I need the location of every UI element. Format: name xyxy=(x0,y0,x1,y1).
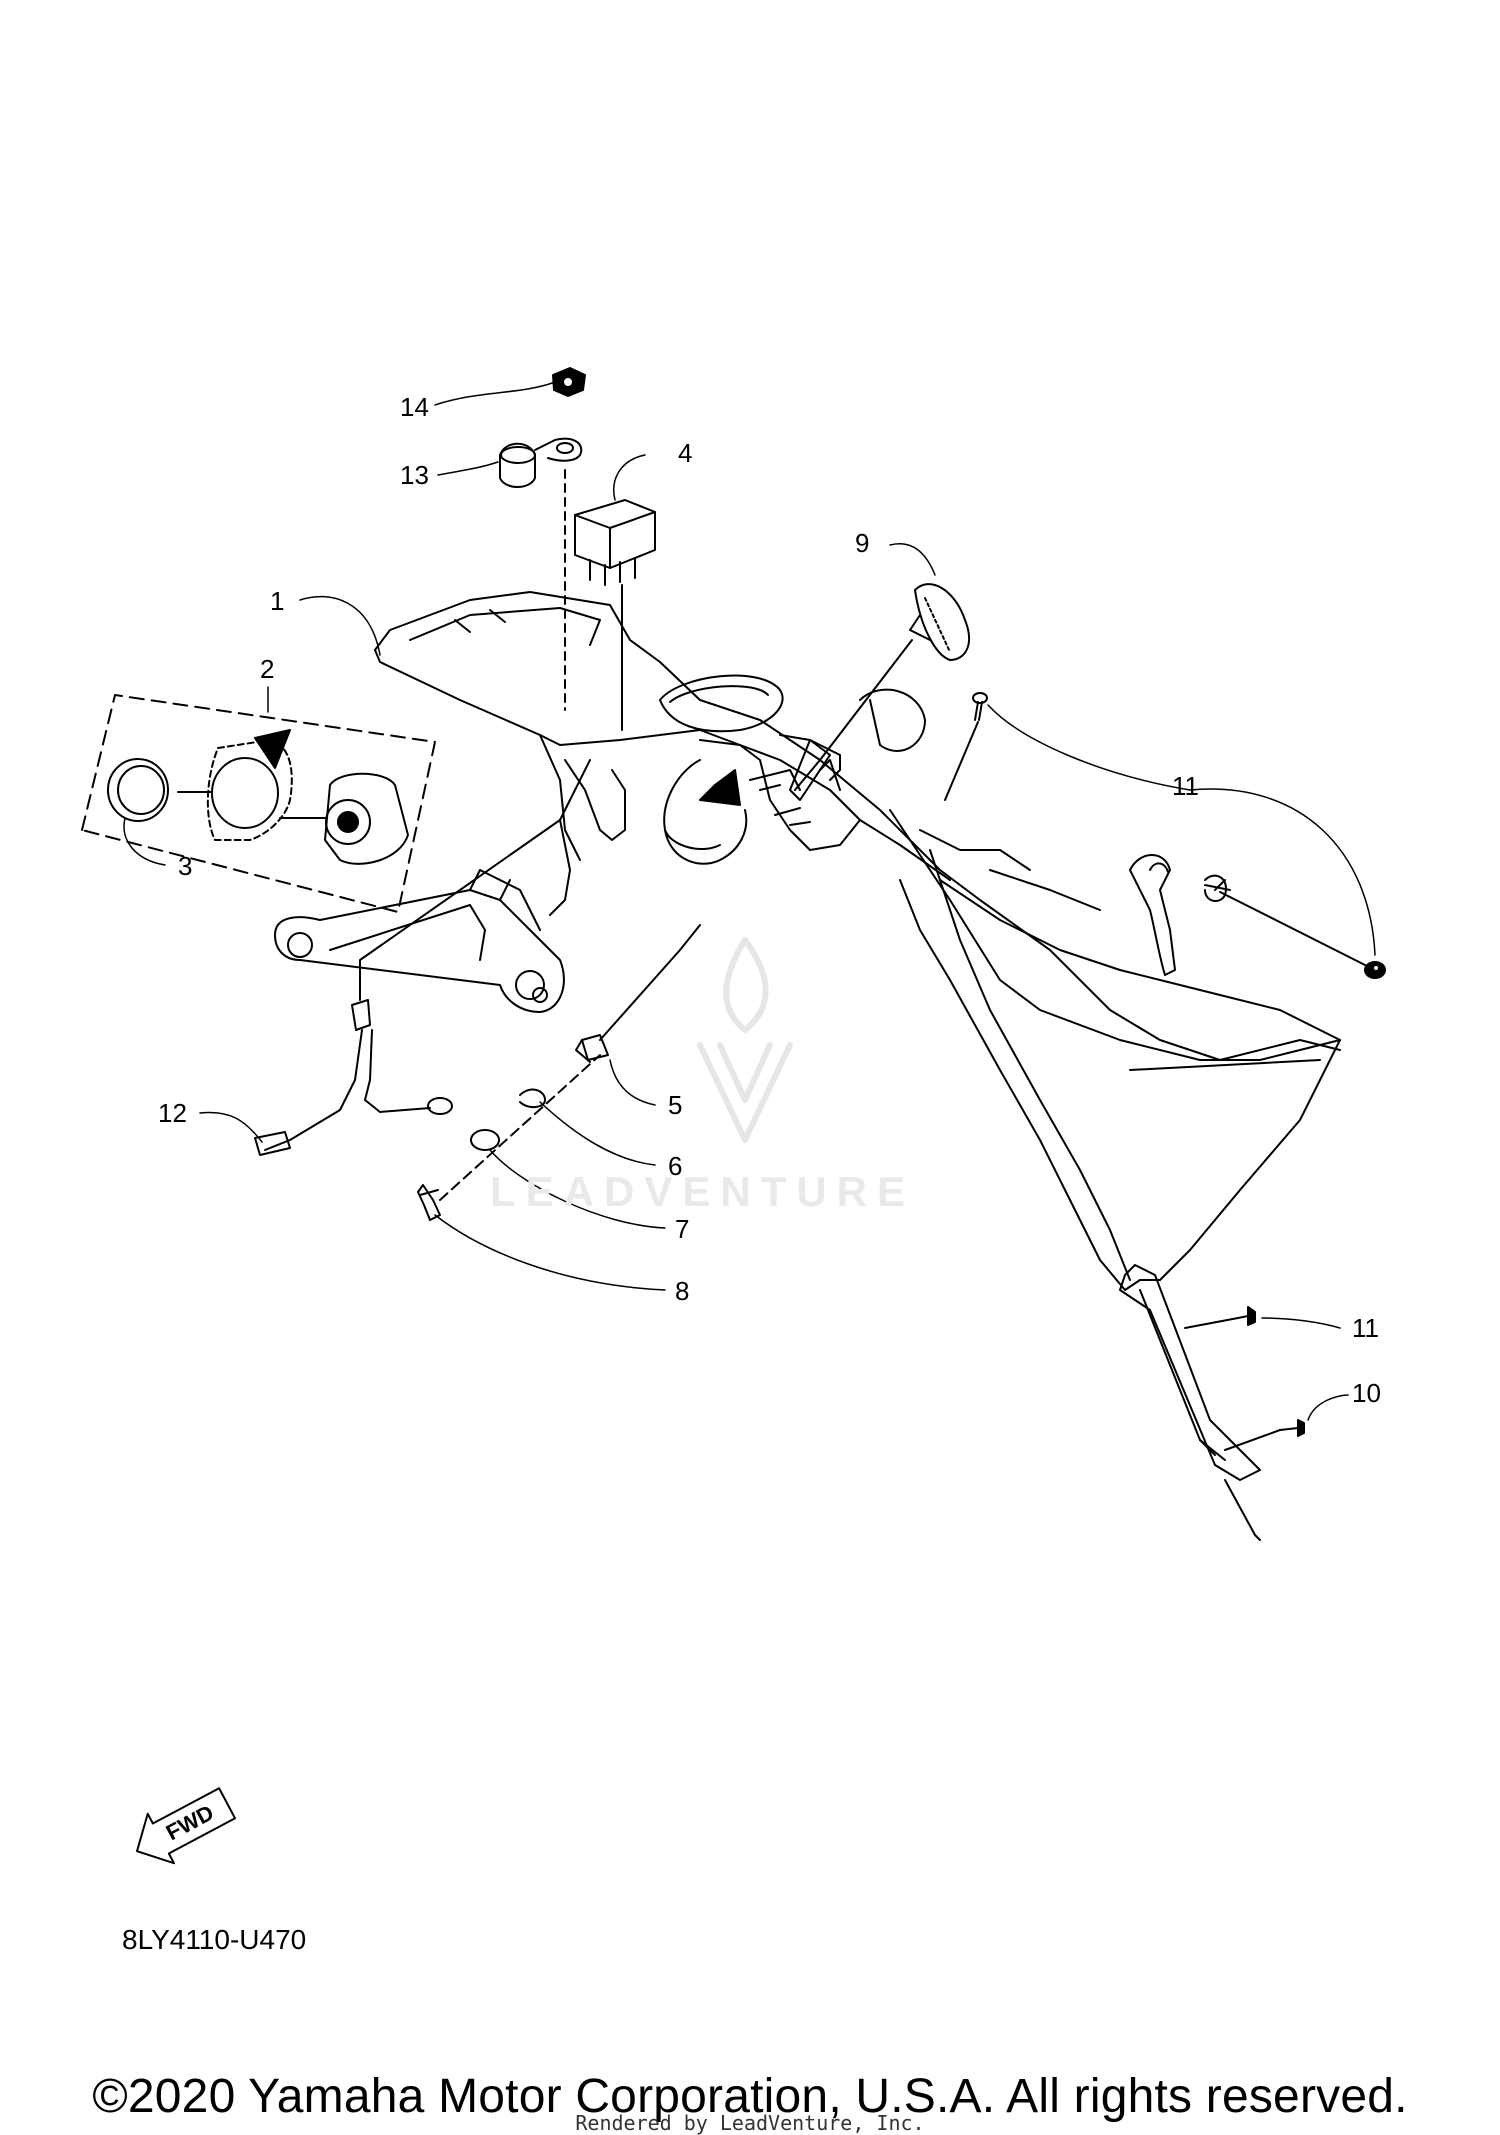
item-2-dashed-box xyxy=(81,694,436,913)
item-14-nut-icon xyxy=(552,367,586,397)
copyright-text: ©2020 Yamaha Motor Corporation, U.S.A. A… xyxy=(92,2070,1408,2123)
item-11-screw-icon-lower xyxy=(1237,1306,1256,1326)
callout-leaders xyxy=(123,381,1376,1421)
watermark-logo-icon xyxy=(697,937,793,1143)
callout-1: 1 xyxy=(270,586,285,616)
item-11-leader-upper xyxy=(944,721,979,801)
item-10-screw-icon xyxy=(1279,1419,1305,1437)
item-2-leader-line xyxy=(177,791,326,819)
item-12-leader xyxy=(359,819,561,1001)
item-2-socket-icon xyxy=(324,772,409,865)
callout-10: 10 xyxy=(1352,1378,1381,1408)
callout-12: 12 xyxy=(158,1098,187,1128)
item-12-harness-icon xyxy=(254,999,453,1156)
callout-2: 2 xyxy=(260,654,275,684)
rear-fender-body xyxy=(274,591,1341,1541)
item-5-leader xyxy=(599,924,701,1041)
callout-5: 5 xyxy=(668,1090,683,1120)
callout-6: 6 xyxy=(668,1151,683,1181)
item-11-clip-icon-right xyxy=(1364,961,1386,979)
item-11-screw-icon-upper xyxy=(972,692,988,721)
item-11-leader-lower xyxy=(1184,1317,1239,1329)
rendered-by-text: Rendered by LeadVenture, Inc. xyxy=(575,2111,925,2135)
item-7-washer-icon xyxy=(470,1129,500,1151)
callout-7: 7 xyxy=(675,1214,690,1244)
item-9-leader xyxy=(794,639,913,791)
callout-4: 4 xyxy=(678,438,693,468)
item-3-ring-icon xyxy=(107,758,169,822)
fwd-label: FWD xyxy=(162,1800,218,1846)
item-10-leader xyxy=(1224,1429,1281,1451)
callout-13: 13 xyxy=(400,460,429,490)
item-11-leader-right xyxy=(1219,891,1366,966)
item-6-ring-icon xyxy=(519,1088,546,1108)
items-5-8-axis-line xyxy=(439,1054,601,1201)
callout-11-upper: 11 xyxy=(1172,771,1199,801)
watermark-text: LEADVENTURE xyxy=(490,1168,916,1215)
item-2-grommet-icon xyxy=(206,729,293,841)
diagram-part-code: 8LY4110-U470 xyxy=(122,1924,307,1955)
callout-9: 9 xyxy=(855,528,870,558)
callout-3: 3 xyxy=(178,851,193,881)
item-9-light-icon xyxy=(909,583,970,661)
callout-11-lower: 11 xyxy=(1352,1313,1379,1343)
callout-14: 14 xyxy=(400,392,429,422)
fwd-arrow-icon xyxy=(136,1787,237,1865)
callout-8: 8 xyxy=(675,1276,690,1306)
item-8-bolt-icon xyxy=(417,1184,441,1221)
item-13-cap-icon xyxy=(499,437,583,488)
item-4-switch-icon xyxy=(574,499,656,586)
item-5-clip-icon xyxy=(575,1034,609,1063)
